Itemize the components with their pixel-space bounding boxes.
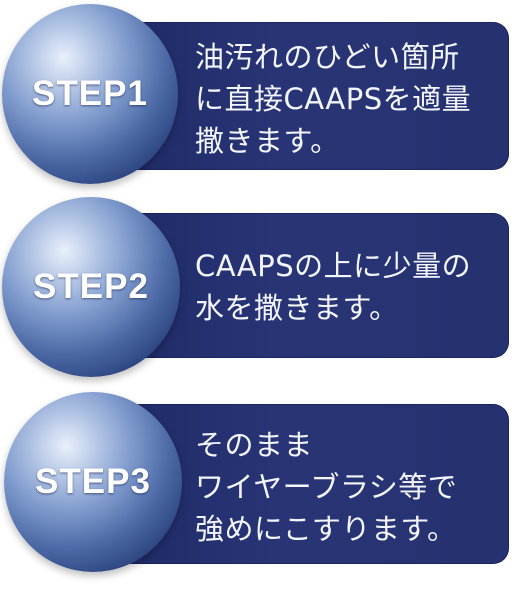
step-2-sphere: STEP2 (2, 197, 180, 377)
step-2-block: CAAPSの上に少量の 水を撒きます。 STEP2 (0, 195, 515, 385)
step-1-instruction: 油汚れのひどい箇所 に直接CAAPSを適量 撒きます。 (195, 40, 472, 158)
step-1-block: 油汚れのひどい箇所 に直接CAAPSを適量 撒きます。 STEP1 (0, 0, 515, 190)
step-1-label: STEP1 (32, 74, 148, 113)
step-3-sphere: STEP3 (4, 392, 182, 572)
step-1-sphere: STEP1 (2, 4, 178, 184)
step-2-label: STEP2 (33, 267, 149, 306)
step-3-block: そのまま ワイヤーブラシ等で 強めにこすります。 STEP3 (0, 390, 515, 591)
step-3-label: STEP3 (35, 462, 151, 501)
step-3-instruction: そのまま ワイヤーブラシ等で 強めにこすります。 (195, 428, 458, 546)
step-2-instruction: CAAPSの上に少量の 水を撒きます。 (195, 249, 472, 325)
